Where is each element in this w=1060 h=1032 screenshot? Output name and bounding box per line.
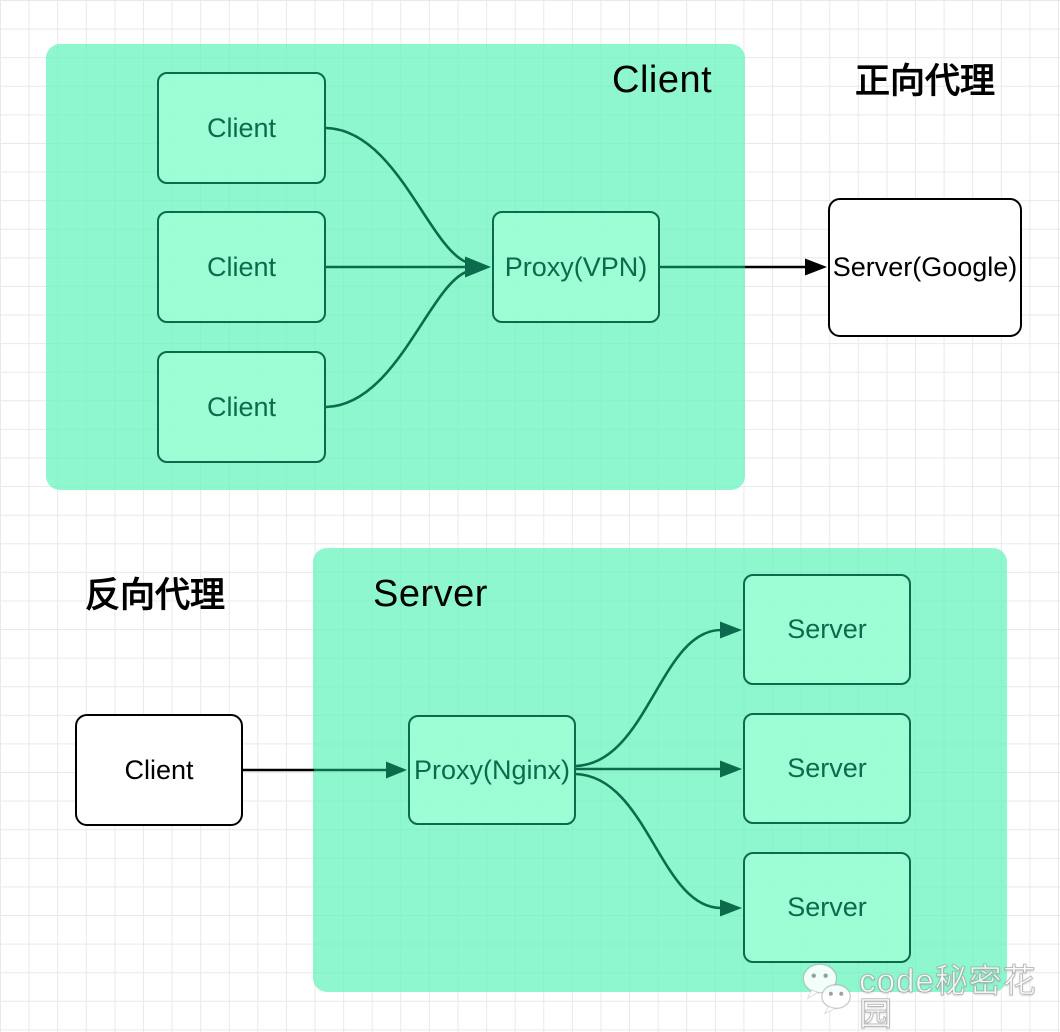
watermark-text: code秘密花园 bbox=[859, 962, 1037, 1032]
server-google-label: Server(Google) bbox=[832, 252, 1018, 282]
server-node-1-label: Server bbox=[787, 614, 867, 644]
forward-region-title: Client bbox=[612, 59, 713, 101]
client-node-1: Client bbox=[157, 72, 326, 184]
client-node-1-label: Client bbox=[206, 112, 277, 143]
proxy-nginx-label: Proxy(Nginx) bbox=[413, 754, 571, 785]
client-node-2: Client bbox=[157, 211, 326, 323]
watermark: code秘密花园 bbox=[800, 946, 1060, 1032]
client-node-3: Client bbox=[157, 351, 326, 463]
reverse-client-label: Client bbox=[124, 754, 194, 785]
server-node-3-label: Server bbox=[787, 892, 867, 922]
arrowhead-into-servergoogle bbox=[805, 258, 827, 276]
server-node-1: Server bbox=[743, 574, 911, 685]
proxy-vpn-label: Proxy(VPN) bbox=[504, 251, 648, 282]
reverse-proxy-label: 反向代理 bbox=[85, 576, 226, 615]
reverse-region-title: Server bbox=[373, 573, 488, 615]
forward-proxy-label: 正向代理 bbox=[855, 62, 996, 101]
proxy-vpn-node: Proxy(VPN) bbox=[492, 211, 660, 323]
server-node-2: Server bbox=[743, 713, 911, 824]
reverse-client-node: Client bbox=[75, 714, 243, 826]
client-node-3-label: Client bbox=[206, 391, 277, 422]
proxy-nginx-node: Proxy(Nginx) bbox=[408, 715, 576, 825]
client-node-2-label: Client bbox=[206, 251, 277, 282]
server-google-node: Server(Google) bbox=[828, 198, 1022, 337]
wechat-icon bbox=[802, 963, 851, 1015]
server-node-3: Server bbox=[743, 852, 911, 963]
server-node-2-label: Server bbox=[787, 753, 867, 783]
